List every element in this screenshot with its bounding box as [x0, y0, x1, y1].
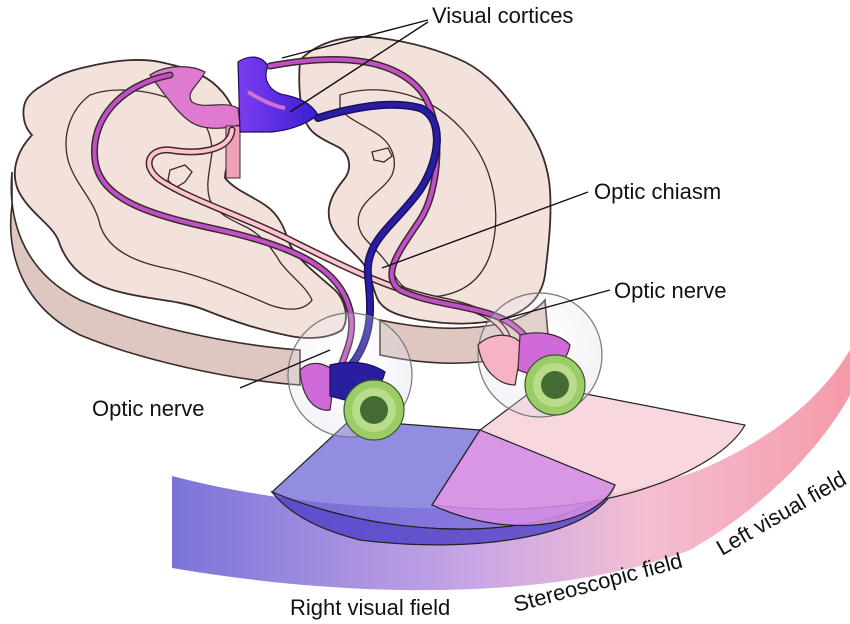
right-visual-field-label: Right visual field: [290, 595, 451, 620]
visual-cortices-label: Visual cortices: [432, 3, 574, 28]
right-eye-pupil: [360, 396, 388, 424]
stereoscopic-field-region: [431, 429, 616, 526]
left-eye-pupil: [541, 371, 569, 399]
right-visual-cortex: [237, 56, 319, 133]
leader-lines: [239, 19, 611, 389]
left-eye: [477, 292, 603, 418]
optic-chiasm-label: Optic chiasm: [594, 179, 722, 204]
optic-nerve-right-label: Optic nerve: [92, 396, 205, 421]
right-eye: [287, 312, 413, 441]
optic-nerve-left-label: Optic nerve: [614, 278, 727, 303]
